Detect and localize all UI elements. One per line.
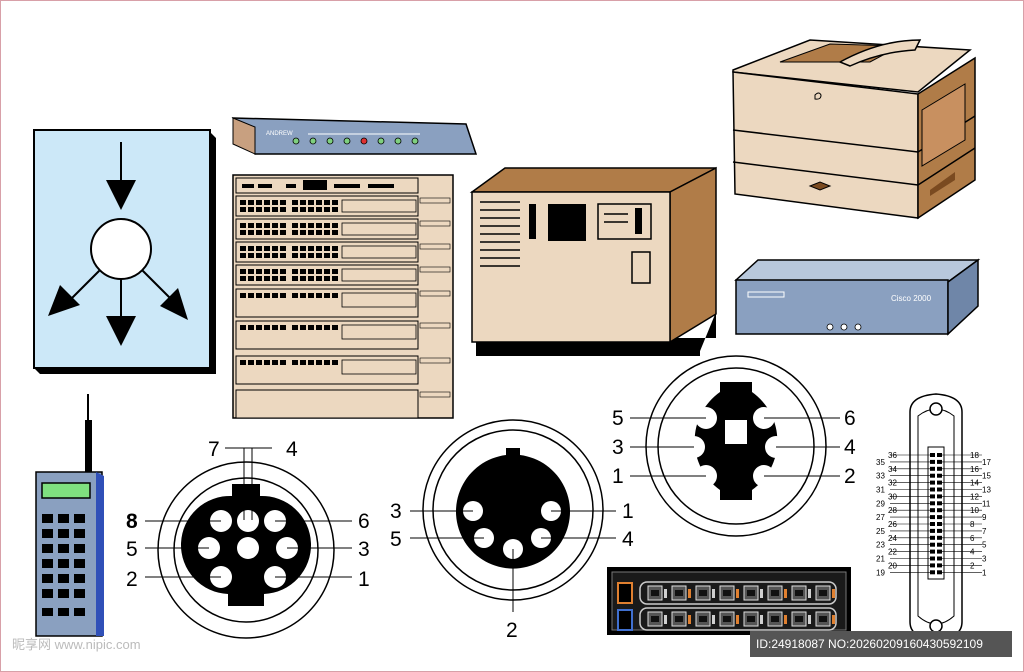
cisco-router: Cisco 2000 bbox=[734, 258, 981, 336]
centronics-pin-label: 13 bbox=[982, 486, 991, 495]
keypad-key bbox=[42, 589, 53, 598]
pin-label-7: 7 bbox=[208, 438, 220, 461]
centronics-pin-label: 18 bbox=[970, 451, 979, 460]
pin-label-1: 1 bbox=[358, 568, 370, 591]
switch-unit bbox=[235, 389, 419, 419]
centronics-pin-label: 2 bbox=[970, 561, 975, 570]
pin-label-3: 3 bbox=[390, 500, 402, 523]
centronics-pin-label: 11 bbox=[982, 499, 991, 508]
network-hub: ANDREW bbox=[231, 117, 478, 155]
pin-label-4: 4 bbox=[286, 438, 298, 461]
keypad-key bbox=[74, 574, 85, 583]
keypad-key bbox=[58, 529, 69, 538]
keypad-key bbox=[74, 589, 85, 598]
hub-label: ANDREW bbox=[266, 131, 293, 137]
keypad-key bbox=[42, 544, 53, 553]
centronics-pin-label: 21 bbox=[876, 555, 885, 564]
pin-label-6: 6 bbox=[844, 407, 856, 430]
keypad-key bbox=[58, 589, 69, 598]
centronics-pin-label: 15 bbox=[982, 472, 991, 481]
pin-label-5: 5 bbox=[612, 407, 624, 430]
pin-label-4: 4 bbox=[844, 436, 856, 459]
pin-label-2: 2 bbox=[844, 465, 856, 488]
centronics-pin-label: 27 bbox=[876, 513, 885, 522]
patch-panel bbox=[607, 567, 851, 635]
keypad-key bbox=[74, 544, 85, 553]
keypad-key bbox=[42, 529, 53, 538]
connector-8pin: 7 4 8 5 2 6 3 1 bbox=[126, 438, 370, 639]
centronics-pin-label: 9 bbox=[982, 513, 987, 522]
pin-label-4: 4 bbox=[622, 528, 634, 551]
pin-label-1: 1 bbox=[622, 500, 634, 523]
image-id-bar: ID:24918087 NO:20260209160430592109 bbox=[750, 631, 1012, 657]
keypad-key bbox=[74, 559, 85, 568]
centronics-pin-label: 26 bbox=[888, 520, 897, 529]
centronics-pin-label: 29 bbox=[876, 499, 885, 508]
pin-label-6: 6 bbox=[358, 510, 370, 533]
pin-label-5: 5 bbox=[390, 528, 402, 551]
centronics-pin-label: 30 bbox=[888, 492, 897, 501]
keypad-key bbox=[42, 574, 53, 583]
keypad-key bbox=[42, 559, 53, 568]
pin-label-1: 1 bbox=[612, 465, 624, 488]
centronics-pin-label: 5 bbox=[982, 541, 987, 550]
centronics-pin-label: 20 bbox=[888, 561, 897, 570]
keypad-key bbox=[58, 574, 69, 583]
pin-label-3: 3 bbox=[358, 538, 370, 561]
pin-label-3: 3 bbox=[612, 436, 624, 459]
keypad-key bbox=[42, 514, 53, 523]
centronics-pin-label: 14 bbox=[970, 479, 979, 488]
pin-label-8: 8 bbox=[126, 510, 138, 533]
centronics-pin-label: 17 bbox=[982, 458, 991, 467]
pin-label-5: 5 bbox=[126, 538, 138, 561]
keypad-key bbox=[58, 544, 69, 553]
centronics-pin-label: 35 bbox=[876, 458, 885, 467]
centronics-pin-label: 33 bbox=[876, 472, 885, 481]
distribution-diagram bbox=[33, 129, 216, 374]
pin-label-2: 2 bbox=[126, 568, 138, 591]
server-box bbox=[469, 166, 717, 356]
centronics-pin-label: 6 bbox=[970, 534, 975, 543]
centronics-pin-label: 16 bbox=[970, 465, 979, 474]
centronics-pin-label: 4 bbox=[970, 548, 975, 557]
watermark: 昵享网 www.nipic.com bbox=[12, 637, 141, 652]
switch-rack bbox=[232, 174, 454, 419]
keypad-key bbox=[74, 514, 85, 523]
centronics-pin-label: 8 bbox=[970, 520, 975, 529]
centronics-pin-label: 24 bbox=[888, 534, 897, 543]
centronics-pin-label: 22 bbox=[888, 548, 897, 557]
centronics-pin-label: 7 bbox=[982, 527, 987, 536]
centronics-pin-label: 28 bbox=[888, 506, 897, 515]
connector-5pin: 3 5 1 4 2 bbox=[390, 419, 634, 642]
centronics-pin-label: 31 bbox=[876, 486, 885, 495]
centronics-pin-label: 12 bbox=[970, 492, 979, 501]
laser-printer bbox=[732, 39, 976, 220]
centronics-pin-label: 10 bbox=[970, 506, 979, 515]
mobile-phone bbox=[35, 394, 104, 637]
centronics-pin-label: 34 bbox=[888, 465, 897, 474]
connector-6pin: 5 3 1 6 4 2 bbox=[612, 355, 856, 537]
centronics-pin-label: 23 bbox=[876, 541, 885, 550]
centronics-pin-label: 19 bbox=[876, 568, 885, 577]
keypad-key bbox=[58, 559, 69, 568]
keypad-key bbox=[74, 529, 85, 538]
centronics-pin-label: 25 bbox=[876, 527, 885, 536]
keypad-key bbox=[58, 514, 69, 523]
centronics-pin-label: 36 bbox=[888, 451, 897, 460]
router-label: Cisco 2000 bbox=[891, 294, 932, 303]
centronics-pin-label: 3 bbox=[982, 555, 987, 564]
pin-label-2: 2 bbox=[506, 619, 518, 642]
centronics-pin-label: 32 bbox=[888, 479, 897, 488]
centronics-pin-label: 1 bbox=[982, 568, 987, 577]
